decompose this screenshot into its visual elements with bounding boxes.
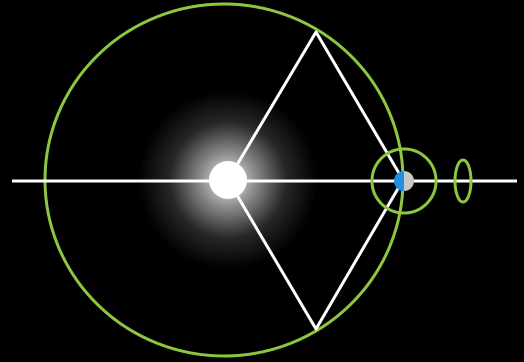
sun-icon: [209, 161, 247, 199]
earth-icon: [394, 171, 414, 191]
earth-sunlit-half: [404, 171, 414, 191]
earth-dark-half: [394, 171, 404, 191]
